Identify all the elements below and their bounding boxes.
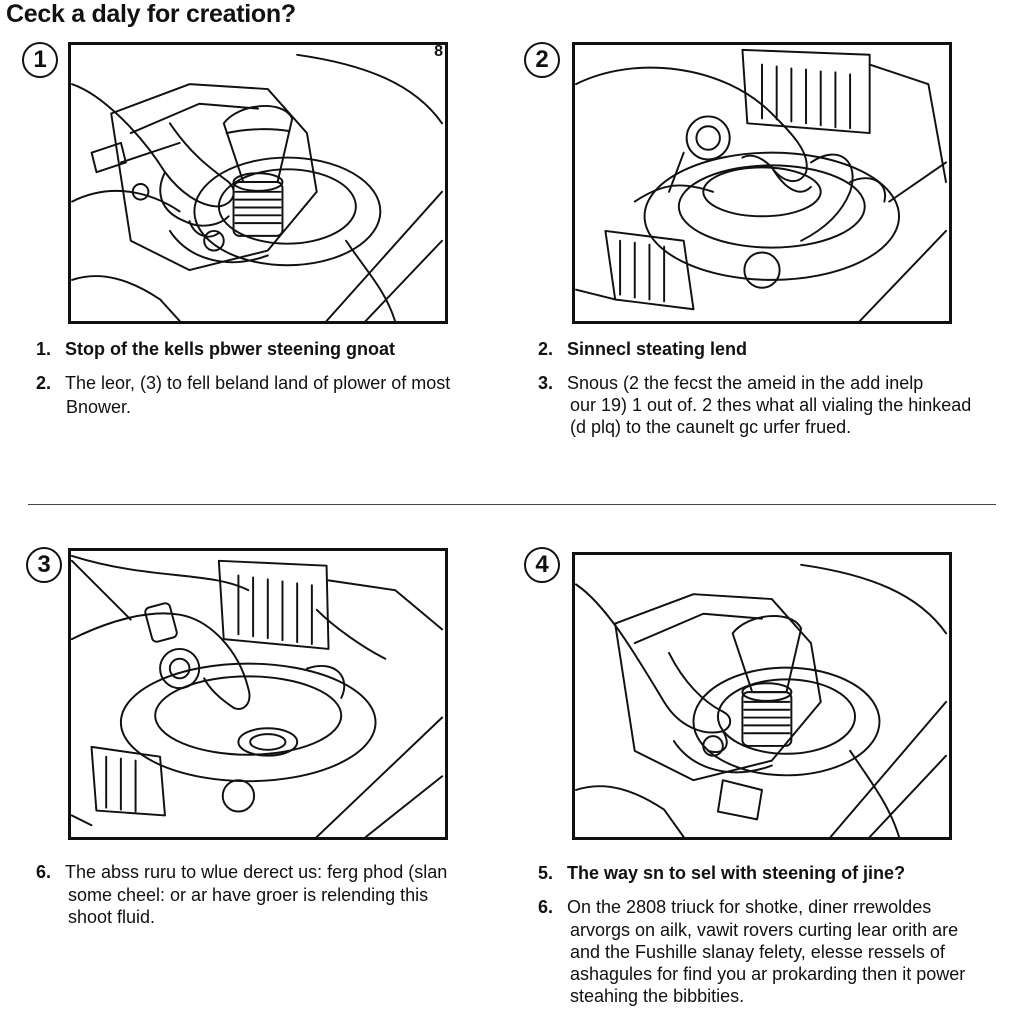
step-text: The abss ruru to wlue derect us: ferg ph… [65, 862, 448, 882]
step-text: Sinnecl steating lend [567, 339, 748, 359]
step-badge-2: 2 [524, 42, 560, 78]
step-number: 2. [36, 373, 52, 393]
caption-4-step-6-cont: ashagules for find you ar prokarding the… [570, 964, 966, 984]
step-number: 3. [538, 373, 554, 393]
step-text: The leor, (3) to fell beland land of plo… [65, 373, 451, 393]
caption-3-step-6: 6. The abss ruru to wlue derect us: ferg … [36, 861, 447, 883]
caption-4-step-5: 5. The way sn to sel with steening of jin… [538, 862, 905, 884]
engine-illustration-2 [575, 48, 947, 321]
step-text: Snous (2 the fecst the ameid in the add … [567, 373, 924, 393]
caption-4-step-6-cont: arvorgs on ailk, vawit rovers curting le… [570, 920, 959, 940]
step-text: On the 2808 triuck for shotke, diner rre… [567, 897, 932, 917]
panel-corner-mark: 8 [434, 43, 443, 60]
caption-4-step-6-cont: and the Fushille slanay felety, elesse r… [570, 942, 945, 962]
step-badge-1: 1 [22, 42, 58, 78]
caption-4-step-6: 6. On the 2808 triuck for shotke, diner r… [538, 896, 931, 918]
illustration-panel-2 [572, 42, 952, 324]
step-text: The way sn to sel with steening of jine? [567, 863, 906, 883]
caption-2-step-3-cont: our 19) 1 out of. 2 thes what all vialin… [570, 395, 972, 415]
caption-4-step-6-cont: steahing the bibbities. [570, 986, 745, 1006]
section-divider [28, 504, 996, 505]
page-title: Ceck a daly for creation? [6, 0, 296, 28]
caption-3-step-6-cont: some cheel: or ar have groer is relendin… [68, 885, 429, 905]
caption-2-step-2: 2. Sinnecl steating lend [538, 338, 747, 360]
illustration-panel-1: 8 [68, 42, 448, 324]
step-number: 6. [36, 862, 52, 882]
caption-1-step-1: 1. Stop of the kells pbwer steening gnoat [36, 338, 395, 360]
caption-1-step-2: 2. The leor, (3) to fell beland land of p… [36, 372, 450, 394]
engine-illustration-3 [71, 554, 444, 837]
engine-illustration-4 [575, 563, 948, 837]
step-text: Stop of the kells pbwer steening gnoat [65, 339, 396, 359]
step-number: 5. [538, 863, 554, 883]
step-number: 6. [538, 897, 554, 917]
engine-illustration-1 [71, 53, 443, 321]
step-number: 1. [36, 339, 52, 359]
illustration-panel-4 [572, 552, 952, 840]
step-badge-4: 4 [524, 547, 560, 583]
step-number: 2. [538, 339, 554, 359]
caption-1-step-2-cont: Bnower. [66, 397, 132, 417]
illustration-panel-3 [68, 548, 448, 840]
caption-2-step-3: 3. Snous (2 the fecst the ameid in the ad… [538, 372, 923, 394]
step-badge-3: 3 [26, 547, 62, 583]
caption-3-step-6-cont: shoot fluid. [68, 907, 156, 927]
caption-2-step-3-cont: (d plq) to the caunelt gc urfer frued. [570, 417, 852, 437]
